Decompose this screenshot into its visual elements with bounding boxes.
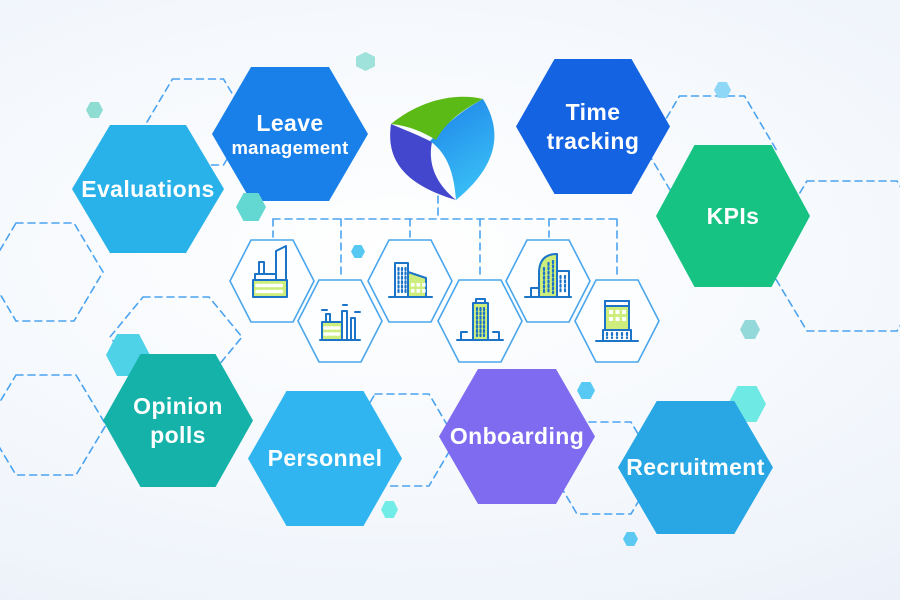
- hexagon-label: Time: [565, 99, 621, 126]
- building-hex-cell: [437, 279, 523, 363]
- decor-hexagon: [351, 245, 365, 258]
- decor-hexagon: [740, 320, 760, 339]
- hexagon-kpis[interactable]: KPIs: [656, 145, 810, 287]
- factory-flag-icon: [252, 245, 288, 298]
- decor-hexagon: [86, 102, 103, 118]
- building-hex-cell: [574, 279, 660, 363]
- hexagon-sublabel: polls: [150, 421, 206, 448]
- dashed-hexagon-outline: [0, 222, 104, 322]
- building-hex-cell: [505, 239, 591, 323]
- building-hex-cell: [367, 239, 453, 323]
- hexagon-label: Evaluations: [81, 175, 215, 202]
- decor-hexagon: [236, 193, 266, 221]
- decor-hexagon: [714, 82, 731, 98]
- hexagon-onboarding[interactable]: Onboarding: [439, 369, 595, 504]
- company-logo: [390, 96, 495, 200]
- hexagon-sublabel: tracking: [546, 127, 640, 154]
- office-columns-icon: [595, 300, 639, 342]
- highrise-icon: [456, 298, 504, 341]
- decor-hexagon: [623, 532, 638, 546]
- hexagon-label: KPIs: [706, 202, 760, 229]
- hexagon-time-tracking[interactable]: Time tracking: [516, 59, 670, 194]
- hexagon-label: Onboarding: [449, 423, 585, 450]
- hexagon-label: Recruitment: [626, 454, 765, 481]
- logo-indigo-petal: [390, 124, 456, 200]
- dashed-hexagon-outline: [146, 78, 250, 166]
- logo-blue-petal: [430, 99, 495, 200]
- dashed-hexagon-outline: [761, 180, 900, 332]
- building-hex-cell: [229, 239, 315, 323]
- decor-hexagon: [381, 501, 398, 518]
- hexagon-label: Leave: [256, 109, 324, 136]
- hexagon-label: Opinion: [133, 393, 223, 420]
- decor-hexagon: [356, 52, 375, 71]
- building-hex-cell: [297, 279, 383, 363]
- logo-green-petal: [391, 96, 483, 140]
- curved-tower-icon: [524, 253, 572, 298]
- factory-chimneys-icon: [319, 304, 361, 341]
- dashed-hexagon-outline: [0, 374, 107, 476]
- hexagon-sublabel: management: [231, 136, 349, 158]
- hexagon-label: Personnel: [267, 445, 383, 472]
- tower-annex-icon: [388, 262, 433, 298]
- decor-hexagon: [577, 382, 595, 399]
